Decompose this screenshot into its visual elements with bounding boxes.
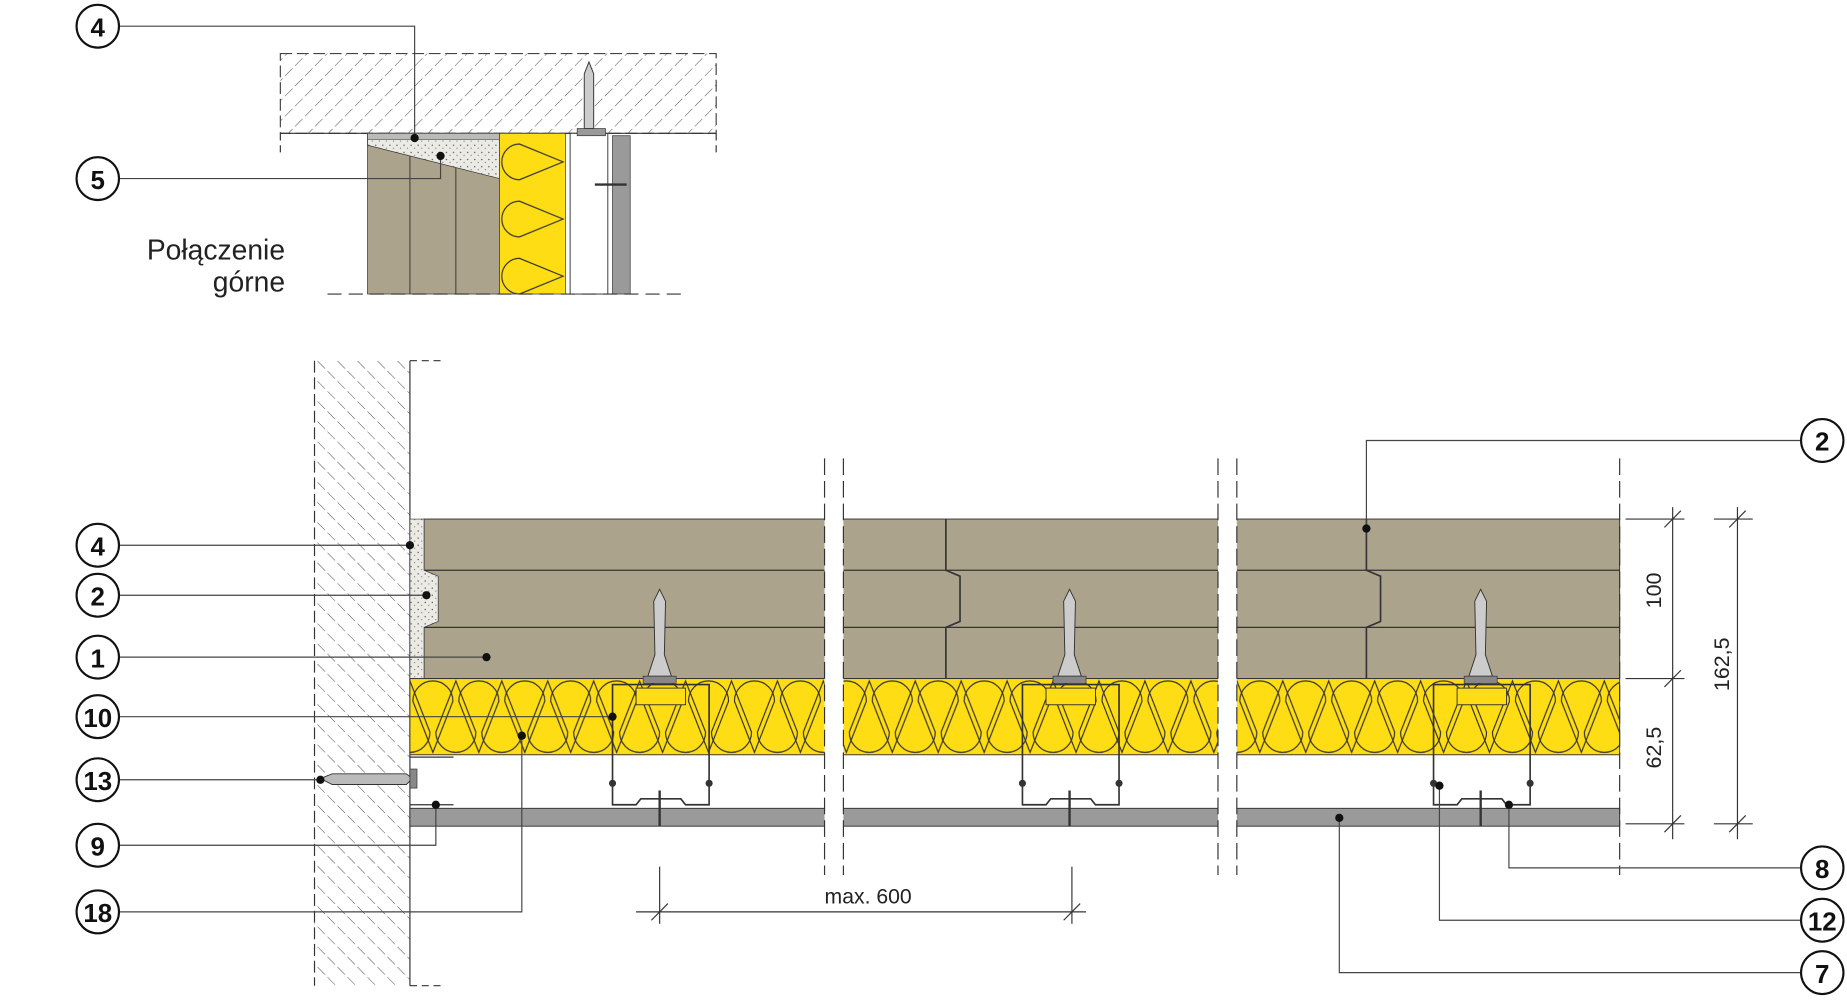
callout-number: 10 bbox=[83, 703, 112, 733]
callout-right-8: 8 bbox=[1504, 800, 1845, 891]
dimension-board-label: 100 bbox=[1642, 572, 1666, 608]
main-section: max. 600 100 62,5 162,5 bbox=[313, 360, 1753, 1000]
callout-left-18: 18 bbox=[75, 731, 526, 935]
board-layers bbox=[423, 518, 1621, 680]
callout-number: 12 bbox=[1808, 906, 1837, 936]
callout-number: 8 bbox=[1815, 854, 1829, 884]
caption-line1: Połączenie bbox=[147, 234, 285, 266]
dimension-total-label: 162,5 bbox=[1710, 637, 1734, 691]
anchor-icon bbox=[576, 60, 606, 137]
callout-left-1: 1 bbox=[75, 634, 491, 680]
callout-number: 1 bbox=[91, 643, 105, 673]
metal-profile bbox=[1021, 683, 1120, 806]
callout-number: 5 bbox=[91, 165, 105, 195]
wall-anchor-icon bbox=[319, 768, 418, 789]
callouts: 4 5 4 2 1 10 13 9 18 2 8 12 7 bbox=[75, 3, 1845, 996]
callout-number: 2 bbox=[1815, 427, 1829, 457]
callout-number: 4 bbox=[91, 531, 106, 561]
callout-number: 7 bbox=[1815, 959, 1829, 989]
dimension-vertical bbox=[1625, 507, 1753, 840]
callout-number: 2 bbox=[91, 581, 105, 611]
plasterboard bbox=[612, 135, 631, 295]
screw-icon bbox=[1430, 779, 1534, 827]
masonry-wall bbox=[314, 360, 410, 986]
callout-top-5: 5 bbox=[75, 151, 445, 202]
callout-number: 4 bbox=[91, 12, 106, 42]
callout-number: 13 bbox=[83, 766, 112, 796]
callout-right-12: 12 bbox=[1435, 781, 1845, 943]
callout-left-9: 9 bbox=[75, 800, 440, 868]
top-connection-detail: Połączenie górne bbox=[147, 52, 717, 299]
anchor-icon bbox=[1052, 588, 1087, 684]
dimension-spacing-label: max. 600 bbox=[825, 884, 912, 908]
callout-top-4: 4 bbox=[75, 3, 419, 143]
callout-left-13: 13 bbox=[75, 757, 325, 803]
ceiling-slab bbox=[279, 52, 717, 134]
callout-number: 9 bbox=[91, 831, 105, 861]
callout-left-4: 4 bbox=[75, 522, 415, 568]
caption-line2: górne bbox=[213, 267, 285, 299]
anchor-icon bbox=[1463, 588, 1498, 684]
screw-icon bbox=[1018, 779, 1123, 827]
callout-left-10: 10 bbox=[75, 694, 617, 740]
dimension-spacing bbox=[636, 866, 1087, 924]
metal-profile bbox=[611, 683, 710, 806]
callout-right-2: 2 bbox=[1362, 417, 1845, 533]
anchor-icon bbox=[642, 588, 677, 684]
callout-number: 18 bbox=[83, 898, 112, 928]
mineral-wool bbox=[499, 132, 566, 295]
callout-right-7: 7 bbox=[1335, 813, 1845, 996]
dimension-insulation-label: 62,5 bbox=[1642, 727, 1666, 769]
plasterboard bbox=[409, 807, 1621, 827]
callout-left-2: 2 bbox=[75, 572, 431, 618]
screw-icon bbox=[608, 779, 713, 827]
